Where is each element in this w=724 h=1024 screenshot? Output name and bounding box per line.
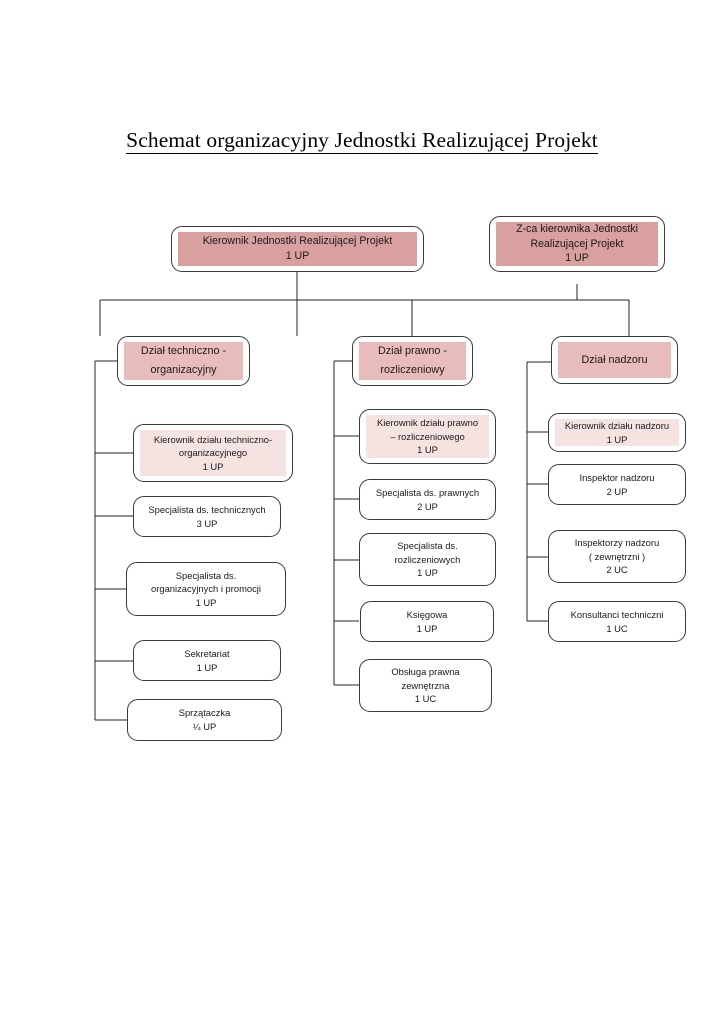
node-body: Kierownik działu nadzoru 1 UP — [555, 419, 679, 446]
node-line: 1 UP — [202, 460, 224, 472]
node-line: 2 UP — [417, 500, 438, 512]
node-body: Księgowa 1 UP — [367, 607, 487, 636]
node-body: Specjalista ds. rozliczeniowych 1 UP — [366, 539, 489, 580]
node-line: Specjalista ds. — [397, 540, 458, 552]
node-line: zewnętrzna — [401, 679, 450, 691]
node-line: Konsultanci techniczni — [570, 608, 664, 620]
node-dzial-nadzoru[interactable]: Dział nadzoru — [551, 336, 678, 384]
node-body: Dział techniczno - organizacyjny — [124, 342, 243, 380]
node-line: Obsługa prawna — [391, 666, 460, 678]
node-line: Kierownik działu techniczno- — [153, 433, 273, 445]
node-kierownik-dzialu-techniczno-organizacyjnego[interactable]: Kierownik działu techniczno- organizacyj… — [133, 424, 293, 482]
node-body: Kierownik działu techniczno- organizacyj… — [140, 430, 286, 476]
node-line: Specjalista ds. technicznych — [148, 503, 266, 515]
node-body: Z-ca kierownika Jednostki Realizującej P… — [496, 222, 658, 266]
node-line: Dział nadzoru — [581, 353, 648, 366]
node-line: 1 UP — [606, 433, 628, 445]
node-line: Specjalista ds. prawnych — [375, 486, 480, 498]
node-body: Konsultanci techniczni 1 UC — [555, 607, 679, 636]
node-line: – rozliczeniowego — [390, 430, 465, 442]
node-zastepca-kierownika-jrp[interactable]: Z-ca kierownika Jednostki Realizującej P… — [489, 216, 665, 272]
node-body: Inspektorzy nadzoru ( zewnętrzni ) 2 UC — [555, 536, 679, 577]
node-line: Księgowa — [406, 608, 448, 620]
node-dzial-techniczno-organizacyjny[interactable]: Dział techniczno - organizacyjny — [117, 336, 250, 386]
node-kierownik-dzialu-prawno-rozliczeniowego[interactable]: Kierownik działu prawno – rozliczenioweg… — [359, 409, 496, 464]
node-line: 2 UP — [606, 485, 628, 497]
node-line: 1 UP — [417, 567, 438, 579]
node-specjalista-ds-organizacyjnych-i-promocji[interactable]: Specjalista ds. organizacyjnych i promoc… — [126, 562, 286, 616]
node-line: Specjalista ds. — [175, 569, 237, 581]
node-body: Inspektor nadzoru 2 UP — [555, 470, 679, 499]
node-line: Inspektor nadzoru — [579, 471, 655, 483]
node-sekretariat[interactable]: Sekretariat 1 UP — [133, 640, 281, 681]
node-body: Dział prawno - rozliczeniowy — [359, 342, 466, 380]
node-line: Dział prawno - — [377, 345, 447, 358]
node-line: Inspektorzy nadzoru — [574, 537, 660, 549]
node-specjalista-ds-rozliczeniowych[interactable]: Specjalista ds. rozliczeniowych 1 UP — [359, 533, 496, 586]
node-line: 1 UC — [606, 622, 628, 634]
node-line: rozliczeniowych — [394, 553, 461, 565]
node-line: Z-ca kierownika Jednostki — [516, 223, 638, 236]
node-inspektor-nadzoru[interactable]: Inspektor nadzoru 2 UP — [548, 464, 686, 505]
node-body: Specjalista ds. technicznych 3 UP — [140, 502, 274, 531]
page-title: Schemat organizacyjny Jednostki Realizuj… — [0, 128, 724, 154]
node-body: Dział nadzoru — [558, 342, 671, 378]
node-line: ¼ UP — [192, 721, 217, 732]
node-line: Realizującej Projekt — [530, 237, 624, 250]
node-kierownik-dzialu-nadzoru[interactable]: Kierownik działu nadzoru 1 UP — [548, 413, 686, 452]
node-inspektorzy-nadzoru-zewnetrzni[interactable]: Inspektorzy nadzoru ( zewnętrzni ) 2 UC — [548, 530, 686, 583]
node-line: Kierownik działu nadzoru — [564, 419, 670, 431]
node-line: 1 UP — [196, 661, 218, 673]
node-dzial-prawno-rozliczeniowy[interactable]: Dział prawno - rozliczeniowy — [352, 336, 473, 386]
node-line: Dział techniczno - — [140, 345, 227, 358]
node-body: Obsługa prawna zewnętrzna 1 UC — [366, 665, 485, 706]
node-body: Kierownik działu prawno – rozliczenioweg… — [366, 415, 489, 458]
node-line: ( zewnętrzni ) — [588, 550, 646, 562]
node-line: Kierownik Jednostki Realizującej Projekt — [202, 235, 393, 248]
node-line: organizacyjnego — [178, 447, 248, 459]
node-line: 1 UC — [414, 693, 437, 705]
node-line: rozliczeniowy — [380, 364, 445, 376]
node-obsluga-prawna-zewnetrzna[interactable]: Obsługa prawna zewnętrzna 1 UC — [359, 659, 492, 712]
node-line: 1 UP — [195, 596, 217, 608]
node-sprzataczka[interactable]: Sprzątaczka ¼ UP — [127, 699, 282, 741]
node-line: Kierownik działu prawno — [376, 417, 479, 429]
node-body: Kierownik Jednostki Realizującej Projekt… — [178, 232, 417, 266]
node-ksiegowa[interactable]: Księgowa 1 UP — [360, 601, 494, 642]
node-body: Specjalista ds. organizacyjnych i promoc… — [133, 568, 279, 610]
node-specjalista-ds-technicznych[interactable]: Specjalista ds. technicznych 3 UP — [133, 496, 281, 537]
node-line: 2 UC — [606, 564, 628, 576]
node-line: 1 UP — [417, 444, 438, 456]
node-line: 1 UP — [565, 252, 589, 265]
node-line: 1 UP — [285, 250, 310, 262]
node-kierownik-jrp[interactable]: Kierownik Jednostki Realizującej Projekt… — [171, 226, 424, 272]
node-specjalista-ds-prawnych[interactable]: Specjalista ds. prawnych 2 UP — [359, 479, 496, 520]
node-body: Sprzątaczka ¼ UP — [134, 705, 275, 735]
node-konsultanci-techniczni[interactable]: Konsultanci techniczni 1 UC — [548, 601, 686, 642]
page-title-text: Schemat organizacyjny Jednostki Realizuj… — [126, 128, 598, 154]
node-line: organizacyjnych i promocji — [151, 583, 261, 595]
node-line: 1 UP — [416, 622, 438, 634]
node-line: Sekretariat — [184, 647, 230, 659]
node-line: 3 UP — [196, 517, 218, 529]
node-body: Sekretariat 1 UP — [140, 646, 274, 675]
node-line: Sprzątaczka — [178, 707, 231, 719]
node-body: Specjalista ds. prawnych 2 UP — [366, 485, 489, 514]
node-line: organizacyjny — [150, 364, 217, 376]
